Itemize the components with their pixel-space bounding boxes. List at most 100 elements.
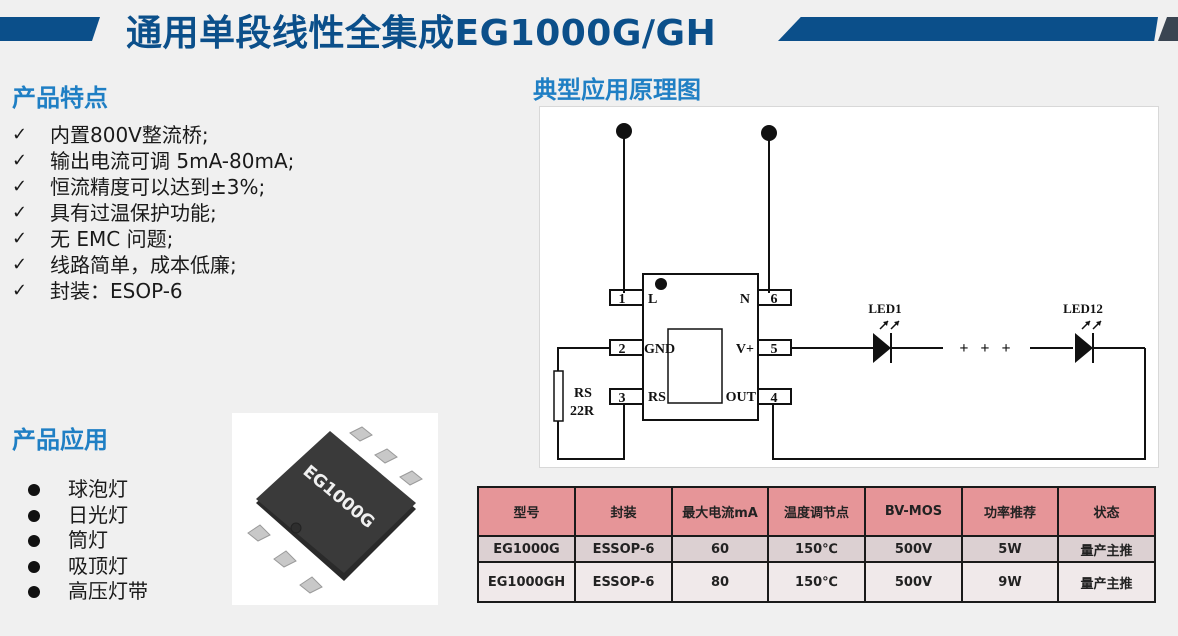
chip-lead — [299, 576, 323, 594]
cell-status: 量产主推 — [1057, 535, 1156, 563]
application-text: 吸顶灯 — [68, 553, 128, 578]
pin-number-2: 2 — [619, 342, 626, 357]
col-header-bv-mos: BV-MOS — [864, 486, 963, 537]
application-text: 球泡灯 — [68, 477, 128, 501]
pin-number-4: 4 — [771, 391, 778, 406]
check-icon: ✓ — [12, 228, 28, 249]
pin-box-2 — [609, 339, 644, 356]
chip-lead — [399, 470, 423, 486]
pin1-indicator — [655, 278, 667, 290]
arrowhead — [1085, 321, 1090, 326]
arrowhead — [894, 321, 899, 326]
header-decor-bar-dark — [1158, 17, 1178, 41]
pin-label-out: OUT — [726, 390, 757, 405]
bullet-icon — [28, 560, 40, 573]
bullet-icon — [28, 509, 40, 522]
wire-gnd — [557, 347, 610, 371]
circuit-schematic: 1 2 3 4 5 6 L GND RS OUT V+ N RS 22R LED… — [553, 123, 1146, 460]
feature-item: ✓具有过温保护功能; — [12, 200, 294, 226]
led1-label: LED1 — [868, 301, 901, 316]
check-icon: ✓ — [12, 124, 28, 145]
resistor-value: 22R — [570, 404, 595, 419]
cell-max-current: 60 — [671, 535, 769, 563]
resistor-rs — [553, 370, 564, 422]
cell-model: EG1000GH — [477, 561, 576, 603]
application-item: 日光灯 — [24, 503, 148, 529]
check-icon: ✓ — [12, 280, 28, 301]
arrowhead — [883, 321, 888, 326]
resistor-name: RS — [574, 386, 592, 401]
feature-item: ✓ 线路简单，成本低廉; — [12, 252, 294, 278]
check-icon: ✓ — [12, 176, 28, 197]
col-header-max-current: 最大电流mA — [671, 486, 769, 537]
feature-item: ✓ 输出电流可调 5mA-80mA; — [12, 148, 294, 174]
bullet-icon — [28, 484, 40, 496]
col-header-temp-point: 温度调节点 — [767, 486, 866, 537]
chip-lead — [349, 426, 373, 442]
header-decor-bar-right — [778, 17, 1158, 41]
col-header-status: 状态 — [1057, 486, 1156, 537]
pin-box-1 — [609, 289, 644, 306]
pin-label-rs: RS — [648, 390, 666, 405]
header-decor-bar-left — [0, 17, 100, 41]
check-icon: ✓ — [12, 150, 28, 171]
applications-list: 球泡灯 日光灯 筒灯 吸顶灯 高压灯带 — [24, 477, 148, 605]
col-header-package: 封装 — [574, 486, 673, 537]
feature-item: ✓ 恒流精度可以达到±3%; — [12, 174, 294, 200]
application-circuit-diagram: 1 2 3 4 5 6 L GND RS OUT V+ N RS 22R LED… — [539, 106, 1159, 468]
terminal-l-icon — [616, 123, 632, 139]
pin-label-vplus: V+ — [736, 342, 754, 357]
led12-diode-icon — [1075, 333, 1093, 363]
pin-box-3 — [609, 388, 644, 405]
cell-power: 5W — [961, 535, 1059, 563]
chip-body-top — [256, 431, 416, 573]
led1-diode-icon — [873, 333, 891, 363]
application-text: 高压灯带 — [68, 579, 148, 603]
pin-box-6 — [757, 289, 792, 306]
wire-rs — [557, 404, 625, 460]
table-row: EG1000G ESSOP-6 60 150℃ 500V 5W 量产主推 — [477, 535, 1156, 563]
pin-box-4 — [757, 388, 792, 405]
pin-number-6: 6 — [771, 292, 778, 307]
ic-die — [667, 328, 723, 404]
pin-label-l: L — [648, 292, 657, 307]
cell-bv-mos: 500V — [864, 561, 963, 603]
led-chain-ellipsis: + + + — [959, 340, 1014, 357]
chip-lead — [374, 448, 398, 464]
chip-lead — [247, 524, 271, 542]
terminal-n-icon — [761, 125, 777, 141]
feature-text: 无 EMC 问题; — [50, 227, 174, 251]
cell-bv-mos: 500V — [864, 535, 963, 563]
feature-item: ✓ 无 EMC 问题; — [12, 226, 294, 252]
feature-text: 恒流精度可以达到±3%; — [50, 175, 266, 199]
cell-power: 9W — [961, 561, 1059, 603]
feature-text: 线路简单，成本低廉; — [50, 253, 237, 277]
feature-text: 封装：ESOP-6 — [50, 279, 183, 303]
diagram-title: 典型应用原理图 — [533, 76, 701, 104]
applications-title: 产品应用 — [12, 426, 108, 454]
cell-package: ESSOP-6 — [574, 535, 673, 563]
chip-pin1-mark — [290, 522, 302, 534]
chip-package-illustration: EG1000G — [247, 426, 423, 594]
application-item: 筒灯 — [24, 528, 148, 554]
pin-number-3: 3 — [619, 391, 626, 406]
arrowhead — [1096, 321, 1101, 326]
chip-photo: EG1000G — [232, 413, 438, 605]
feature-item: ✓ 内置800V整流桥; — [12, 122, 294, 148]
bullet-icon — [28, 586, 40, 598]
led12-label: LED12 — [1063, 301, 1103, 316]
check-icon: ✓ — [12, 254, 28, 275]
cell-package: ESSOP-6 — [574, 561, 673, 603]
check-icon: ✓ — [12, 202, 28, 223]
features-list: ✓ 内置800V整流桥; ✓ 输出电流可调 5mA-80mA; ✓ 恒流精度可以达到±… — [12, 122, 294, 304]
application-item: 吸顶灯 — [24, 554, 148, 580]
col-header-model: 型号 — [477, 486, 576, 537]
pin-number-1: 1 — [619, 292, 626, 307]
spec-table: 型号 封装 最大电流mA 温度调节点 BV-MOS 功率推荐 状态 EG1000… — [477, 486, 1156, 603]
feature-text: 输出电流可调 5mA-80mA; — [50, 149, 295, 173]
table-header-row: 型号 封装 最大电流mA 温度调节点 BV-MOS 功率推荐 状态 — [477, 486, 1156, 537]
feature-item: ✓ 封装：ESOP-6 — [12, 278, 294, 304]
application-item: 球泡灯 — [24, 477, 148, 503]
feature-text: 内置800V整流桥; — [50, 123, 209, 147]
application-text: 筒灯 — [68, 528, 108, 552]
